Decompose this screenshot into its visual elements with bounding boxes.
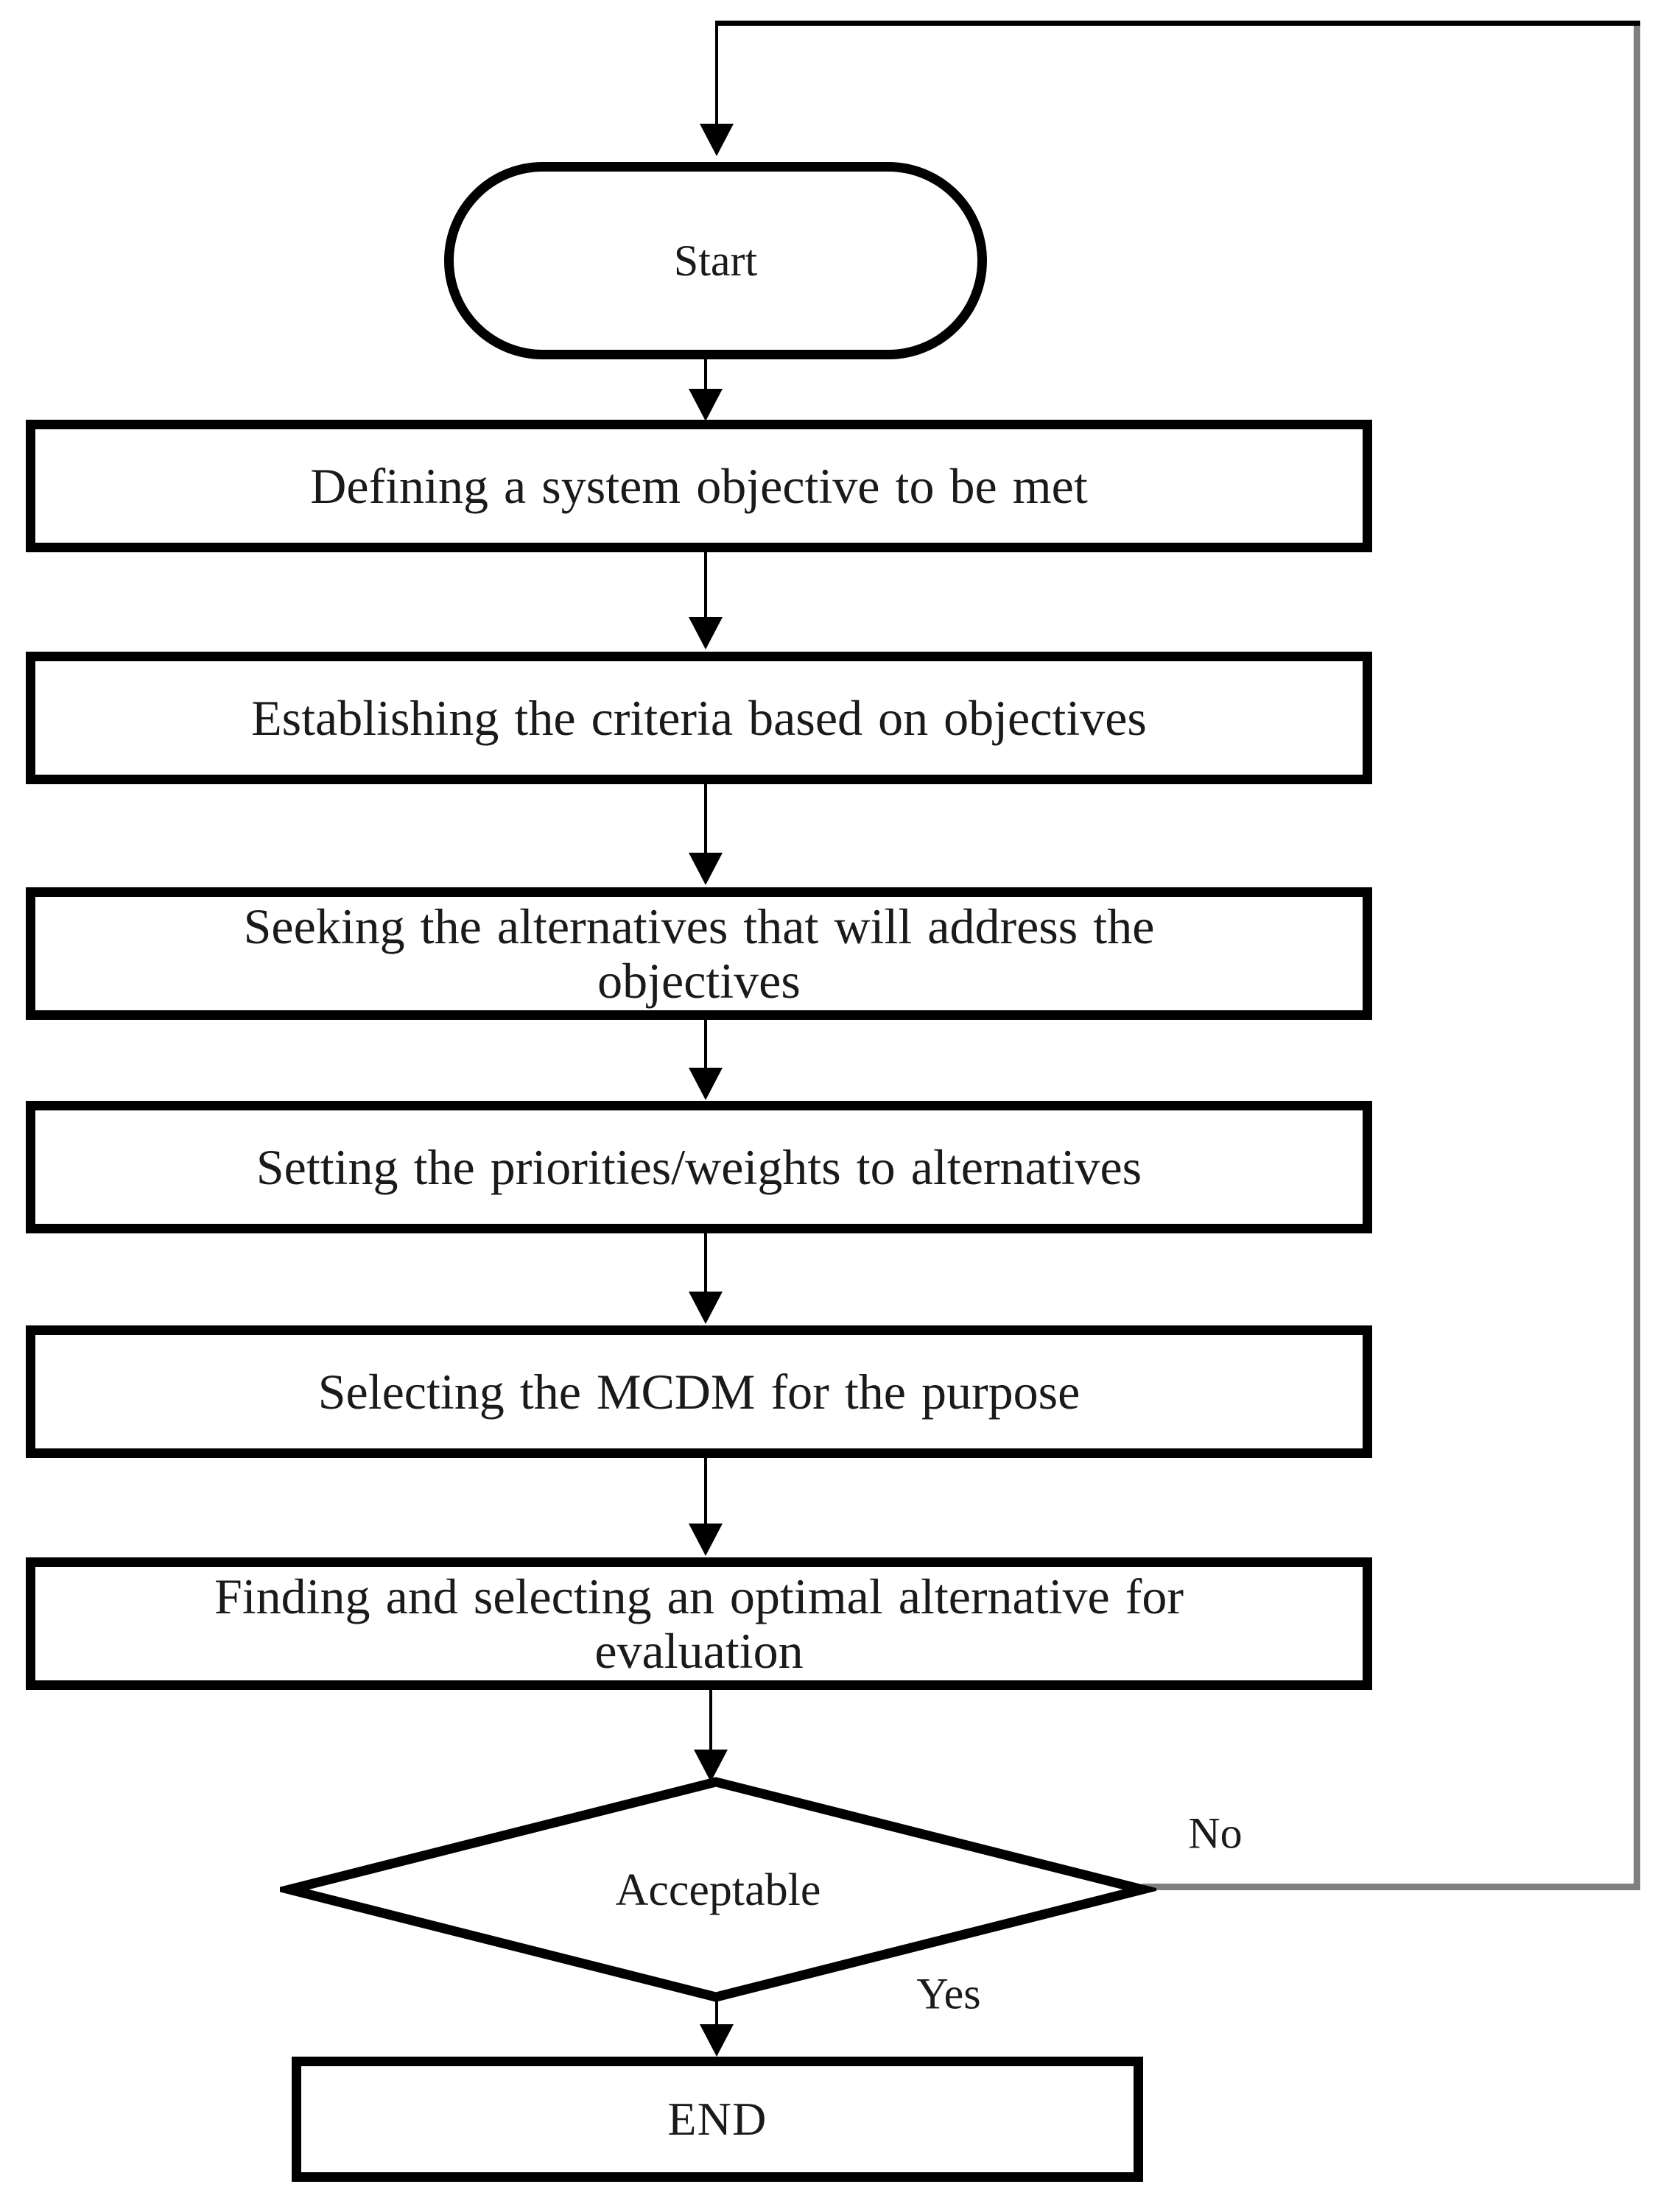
arrow-head: [689, 389, 723, 421]
start-label: Start: [673, 236, 758, 285]
process-step-4-label: Setting the priorities/weights to altern…: [256, 1139, 1142, 1195]
process-step-1-label: Defining a system objective to be met: [310, 458, 1088, 514]
decision-label: Acceptable: [615, 1864, 821, 1915]
arrow-line: [704, 1233, 707, 1292]
process-step-2: Establishing the criteria based on objec…: [26, 652, 1372, 784]
end-terminator: END: [292, 2057, 1143, 2182]
process-step-5: Selecting the MCDM for the purpose: [26, 1325, 1372, 1458]
arrow-line: [704, 784, 707, 853]
process-step-4: Setting the priorities/weights to altern…: [26, 1101, 1372, 1233]
arrow-head: [689, 1524, 723, 1556]
arrow-line: [704, 552, 707, 617]
process-step-6: Finding and selecting an optimal alterna…: [26, 1557, 1372, 1690]
yes-edge-label: Yes: [916, 1969, 981, 2018]
arrow-line: [709, 1690, 712, 1750]
no-edge-label: No: [1188, 1808, 1243, 1858]
arrow-head: [689, 1292, 723, 1324]
process-step-6-label: Finding and selecting an optimal alterna…: [214, 1568, 1184, 1679]
end-label: END: [667, 2093, 767, 2145]
loop-no-line: [1142, 1884, 1640, 1890]
process-step-2-label: Establishing the criteria based on objec…: [251, 690, 1147, 746]
arrow-head: [689, 617, 723, 649]
arrow-head: [700, 2024, 734, 2057]
decision-label-wrap: Acceptable: [280, 1772, 1156, 2008]
arrow-line: [715, 1997, 718, 2024]
arrow-line: [704, 1458, 707, 1524]
arrow-head: [689, 1068, 723, 1100]
arrow-head: [700, 124, 734, 156]
arrow-line: [715, 21, 718, 124]
start-terminator: Start: [444, 162, 987, 359]
process-step-5-label: Selecting the MCDM for the purpose: [317, 1364, 1081, 1420]
arrow-head: [694, 1750, 728, 1782]
loop-right-line: [1634, 22, 1640, 1890]
process-step-1: Defining a system objective to be met: [26, 420, 1372, 552]
process-step-3: Seeking the alternatives that will addre…: [26, 887, 1372, 1020]
arrow-head: [689, 853, 723, 885]
process-step-3-label: Seeking the alternatives that will addre…: [243, 898, 1155, 1009]
loop-top-line: [715, 21, 1640, 26]
arrow-line: [704, 359, 707, 390]
arrow-line: [704, 1020, 707, 1068]
